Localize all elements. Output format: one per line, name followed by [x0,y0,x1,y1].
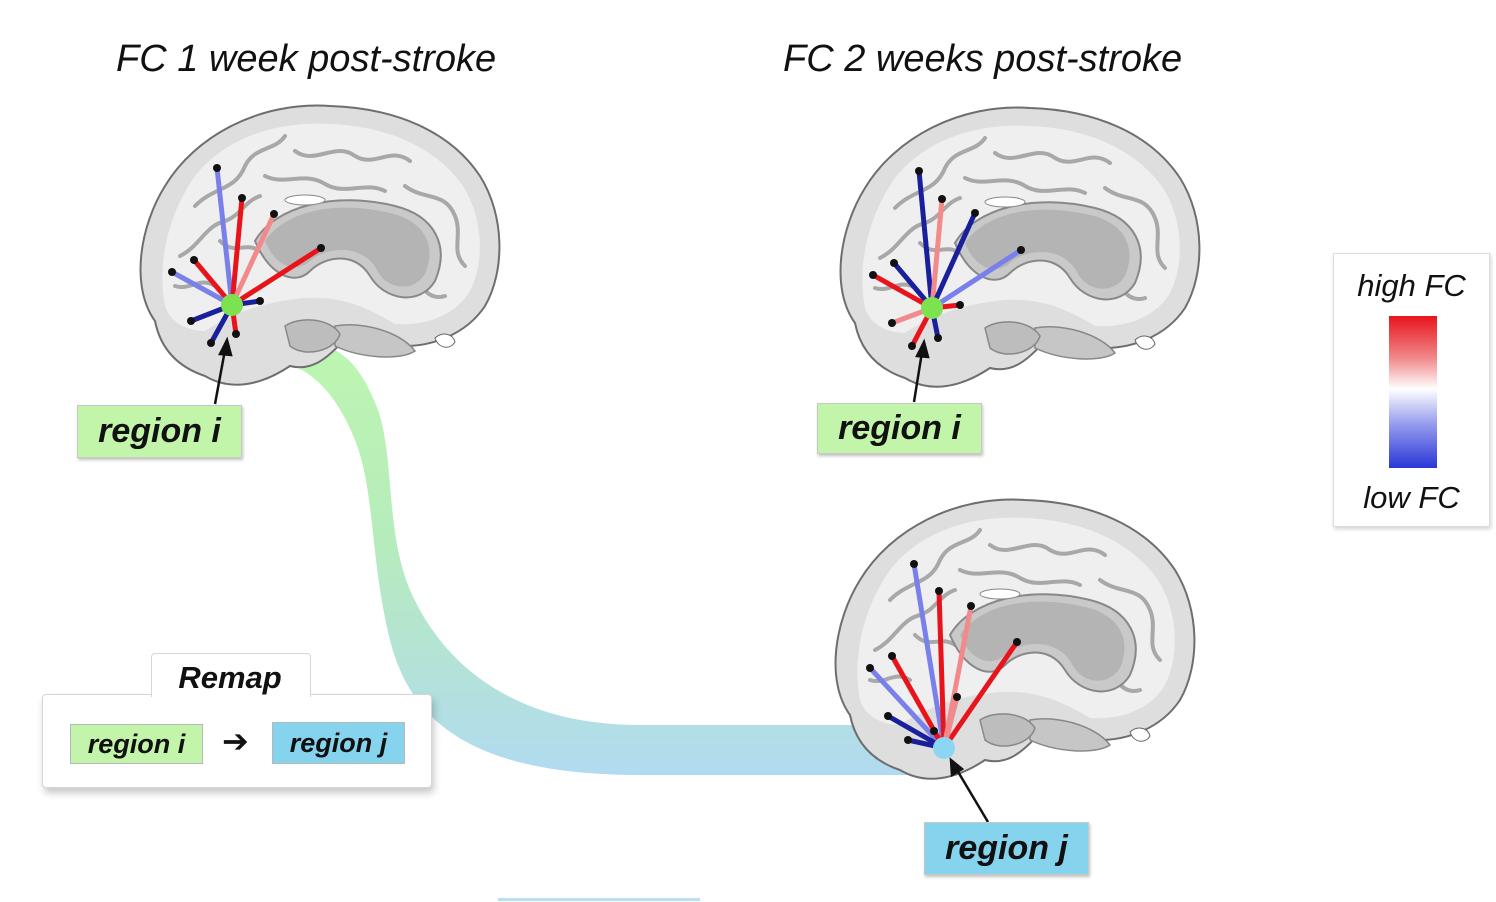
legend-colorbar [1389,316,1437,468]
remap-tab [151,653,311,697]
fc-connection-line [870,272,935,311]
target-region-node [232,330,240,338]
remap-from-label: region i [70,724,203,764]
target-region-node [904,736,912,744]
target-region-node [866,664,874,672]
pointer-arrow-week2-i [912,351,924,403]
region-i-label-week1: region i [77,405,242,458]
fc-connection-line [929,247,1024,311]
target-region-node [270,210,278,218]
target-region-node [1013,638,1021,646]
target-region-node [869,271,877,279]
target-region-node [207,339,215,347]
target-region-node [256,297,264,305]
target-region-node [956,301,964,309]
fc-connection-line [916,168,935,311]
target-region-node [187,317,195,325]
legend-low-label: low FC [1363,480,1460,515]
fc-connection-line [229,245,324,308]
fc-connection-line [936,588,947,751]
fc-connection-line [229,211,277,308]
target-region-node [213,164,221,172]
target-region-node [1017,246,1025,254]
target-region-node [934,334,942,342]
fc-connection-line [911,561,947,751]
legend-high-label: high FC [1357,268,1466,303]
pointer-arrow-week1 [213,349,227,405]
target-region-node [317,244,325,252]
target-region-node [888,319,896,327]
fc-connection-line [941,639,1020,751]
fc-connection-line [867,665,947,751]
target-region-node [967,602,975,610]
fc-connection-line [229,195,245,308]
target-region-node [890,259,898,267]
target-region-node [888,652,896,660]
connections-week2-region-j [866,560,1021,759]
fc-connection-line [169,269,235,308]
target-region-node [910,560,918,568]
bottom-divider [498,898,700,901]
hub-region-node [221,294,243,316]
target-region-node [971,209,979,217]
hub-region-node [933,737,955,759]
target-region-node [953,693,961,701]
arrowhead-week2-i [915,338,930,359]
arrowhead-week1 [218,336,233,357]
target-region-node [908,342,916,350]
fc-connection-line [214,165,235,308]
remap-band [280,340,915,775]
arrowhead-region-j [949,757,965,778]
target-region-node [168,268,176,276]
target-region-node [915,167,923,175]
connections-week2-region-i [869,167,1025,350]
pointer-arrow-region-j [955,769,990,823]
hub-region-node [921,297,943,319]
title-week1: FC 1 week post-stroke [116,38,497,80]
target-region-node [938,195,946,203]
fc-connection-line [929,210,978,311]
region-j-label: region j [924,822,1089,875]
remap-arrow-icon: ➔ [222,723,249,759]
fc-legend: high FC low FC [1333,253,1490,527]
fc-connection-line [929,196,945,311]
remap-to-label: region j [272,722,405,764]
target-region-node [238,194,246,202]
region-i-label-week2: region i [817,403,982,454]
target-region-node [930,727,938,735]
target-region-node [190,256,198,264]
title-week2: FC 2 weeks post-stroke [783,38,1183,80]
remap-title: Remap [178,660,282,695]
target-region-node [884,712,892,720]
target-region-node [935,587,943,595]
connections-week1 [168,164,325,347]
